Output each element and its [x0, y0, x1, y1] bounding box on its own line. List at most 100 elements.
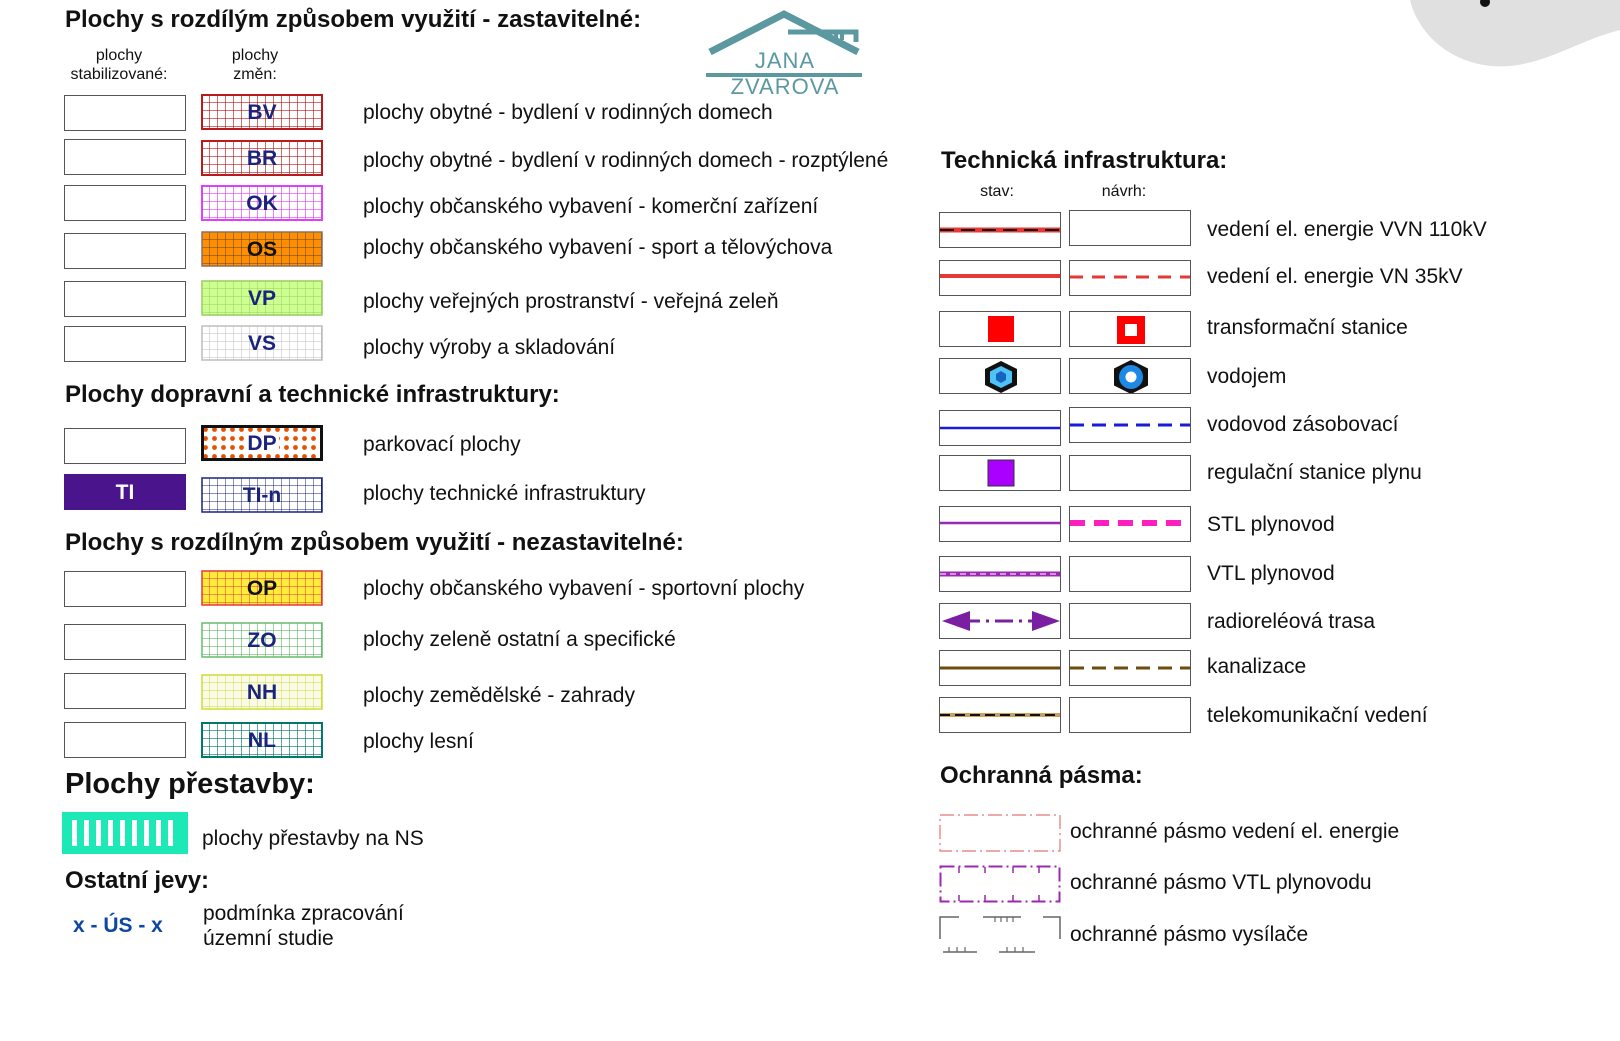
stabilized-swatch	[64, 428, 186, 464]
change-swatch-OP: OP	[201, 570, 323, 606]
protection-label: ochranné pásmo VTL plynovodu	[1070, 871, 1372, 894]
heading-buildable: Plochy s rozdílým způsobem využití - zas…	[65, 6, 642, 33]
stabilized-swatch	[64, 571, 186, 607]
tech-label: vedení el. energie VN 35kV	[1207, 265, 1463, 288]
legend-label: plochy lesní	[363, 730, 474, 753]
protection-label: ochranné pásmo vedení el. energie	[1070, 820, 1400, 843]
heading-transport: Plochy dopravní a technické infrastruktu…	[65, 381, 560, 408]
change-swatch-OK: OK	[201, 185, 323, 221]
proposal-symbol	[1069, 697, 1191, 733]
tech-label: telekomunikační vedení	[1207, 704, 1428, 727]
zone-code: OP	[246, 576, 278, 600]
tech-label: radioreléová trasa	[1207, 610, 1376, 633]
legend-label: plochy veřejných prostranství - veřejná …	[363, 290, 779, 313]
state-symbol	[939, 212, 1061, 248]
proposal-symbol	[1069, 650, 1191, 686]
state-symbol	[939, 358, 1061, 394]
state-symbol	[939, 697, 1061, 733]
stabilized-swatch	[64, 673, 186, 709]
zone-code: ZO	[247, 628, 277, 652]
state-symbol	[939, 556, 1061, 592]
state-symbol	[939, 650, 1061, 686]
zone-code: TI	[115, 480, 135, 504]
change-swatch-TI-n: TI-n	[201, 477, 323, 513]
state-symbol	[939, 311, 1061, 347]
stabilized-swatch	[64, 95, 186, 131]
proposal-symbol	[1069, 556, 1191, 592]
column-changes: plochy změn:	[231, 47, 279, 83]
protection-symbol-el	[939, 814, 1061, 852]
zone-code: OK	[246, 191, 278, 215]
zone-code: VS	[247, 331, 276, 355]
stabilized-swatch-TI: TI	[64, 474, 186, 510]
proposal-symbol	[1069, 407, 1191, 443]
tech-label: VTL plynovod	[1207, 562, 1335, 585]
house-logo-icon	[708, 10, 860, 56]
state-symbol	[939, 603, 1061, 639]
redevelopment-label: plochy přestavby na NS	[202, 827, 424, 850]
zone-code: OS	[246, 237, 278, 261]
change-swatch-NH: NH	[201, 674, 323, 710]
state-symbol	[939, 410, 1061, 446]
column-state: stav:	[980, 183, 1014, 200]
zone-code: DP	[245, 431, 279, 455]
zone-code: BR	[246, 146, 278, 170]
legend-label: plochy výroby a skladování	[363, 336, 616, 359]
change-swatch-VS: VS	[201, 325, 323, 361]
zone-code: VP	[247, 286, 276, 310]
legend-label: plochy obytné - bydlení v rodinných dome…	[363, 101, 773, 124]
stabilized-swatch	[64, 624, 186, 660]
proposal-symbol	[1069, 260, 1191, 296]
stabilized-swatch	[64, 326, 186, 362]
proposal-symbol	[1069, 603, 1191, 639]
column-proposal: návrh:	[1101, 183, 1147, 200]
logo-text: JANA ZVAROVA	[730, 48, 840, 99]
study-label-line-2: územní studie	[203, 927, 334, 950]
proposal-symbol	[1069, 455, 1191, 491]
legend-label: plochy zemědělské - zahrady	[363, 684, 635, 707]
proposal-symbol	[1069, 210, 1191, 246]
stabilized-swatch	[64, 233, 186, 269]
state-symbol	[939, 455, 1061, 491]
heading-protection: Ochranná pásma:	[940, 762, 1143, 789]
redevelopment-swatch	[62, 812, 188, 854]
zone-code: NH	[246, 680, 278, 704]
change-swatch-NL: NL	[201, 722, 323, 758]
zone-code: NL	[248, 728, 276, 752]
tech-label: vodojem	[1207, 365, 1287, 388]
zone-code-change: TI-n	[242, 483, 282, 507]
legend-label: plochy občanského vybavení - komerční za…	[363, 195, 819, 218]
state-symbol	[939, 260, 1061, 296]
proposal-symbol	[1069, 311, 1191, 347]
heading-other: Ostatní jevy:	[65, 867, 210, 894]
tech-label: vedení el. energie VVN 110kV	[1207, 218, 1487, 241]
column-stabilized: plochy stabilizované:	[70, 47, 168, 83]
legend-label: plochy zeleně ostatní a specifické	[363, 628, 676, 651]
change-swatch-VP: VP	[201, 280, 323, 316]
tech-label: STL plynovod	[1207, 513, 1335, 536]
state-symbol	[939, 506, 1061, 542]
stabilized-swatch	[64, 139, 186, 175]
legend-label: plochy občanského vybavení - sport a těl…	[363, 236, 833, 259]
stabilized-swatch	[64, 185, 186, 221]
zone-code: BV	[247, 100, 277, 124]
legend-label: plochy obytné - bydlení v rodinných dome…	[363, 149, 889, 172]
stabilized-swatch	[64, 281, 186, 317]
tech-label: vodovod zásobovací	[1207, 413, 1399, 436]
tech-label: transformační stanice	[1207, 316, 1408, 339]
proposal-symbol	[1069, 358, 1191, 394]
protection-symbol-vtl	[939, 865, 1061, 903]
stabilized-swatch	[64, 722, 186, 758]
protection-label: ochranné pásmo vysílače	[1070, 923, 1309, 946]
change-swatch-BR: BR	[201, 140, 323, 176]
tech-label: regulační stanice plynu	[1207, 461, 1422, 484]
legend-label: plochy technické infrastruktury	[363, 482, 646, 505]
heading-tech: Technická infrastruktura:	[941, 147, 1228, 174]
tech-label: kanalizace	[1207, 655, 1307, 678]
change-swatch-BV: BV	[201, 94, 323, 130]
heading-redevelopment: Plochy přestavby:	[65, 768, 315, 800]
change-swatch-ZO: ZO	[201, 622, 323, 658]
proposal-symbol	[1069, 506, 1191, 542]
study-label-line-1: podmínka zpracování	[203, 902, 404, 925]
change-swatch-DP: DP	[201, 425, 323, 461]
